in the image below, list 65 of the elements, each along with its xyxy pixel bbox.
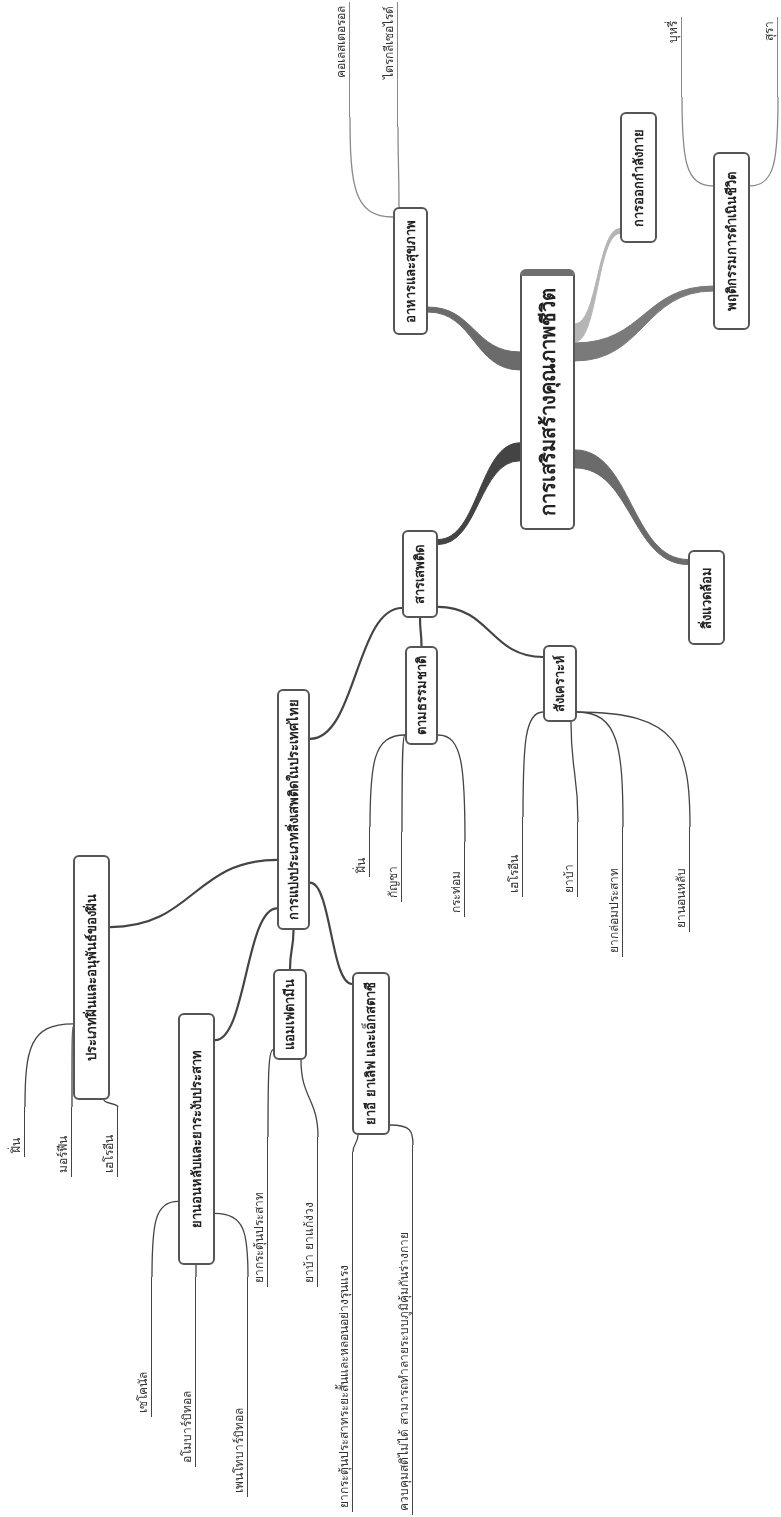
leaf-label: ไตรกลีเซอไรด์ (378, 2, 398, 127)
connector-line (401, 734, 406, 833)
connector-line (570, 721, 579, 823)
leaf-label: ยาบ้า (558, 822, 578, 897)
topic-box: การแบ่งประเภทสิ่งเสพติดในประเทศไทย (277, 689, 310, 930)
connector-line (369, 734, 406, 828)
branch-connector (574, 228, 621, 343)
connector-line (151, 1200, 179, 1278)
connector-line (195, 1264, 197, 1278)
connector-line (103, 1099, 119, 1108)
topic-box: สิ่งแวดล้อม (688, 550, 725, 645)
connector-line (352, 1134, 359, 1153)
topic-box: ยานอนหลับและยาระงับประสาท (178, 1013, 215, 1265)
leaf-label: เฮโรอีน (503, 817, 523, 897)
central-topic-box: การเสริมสร้างคุณภาพชีวิต (520, 269, 575, 530)
topic-box: พฤติกรรมการดำเนินชีวิต (713, 152, 750, 330)
topic-box: การออกกำลังกาย (620, 112, 657, 243)
leaf-label: ยานอนหลับ (670, 827, 690, 932)
connector-line (267, 1049, 274, 1138)
topic-box: ประเภทฝิ่นและอนุพันธ์ของฝิ่น (73, 855, 110, 1100)
leaf-label: ฝิ่น (5, 1107, 25, 1157)
connector-line (109, 858, 278, 929)
topic-box: สารเสพติด (402, 530, 438, 618)
connector-line (24, 1023, 74, 1108)
leaf-label: คอเลสเตอรอล (330, 2, 350, 117)
connector-line (576, 711, 691, 828)
leaf-label: มอร์ฟีน (52, 1107, 72, 1177)
connector-line (214, 907, 278, 1042)
connector-line (522, 711, 544, 818)
leaf-label: ยากระตุ้นประสาท (248, 1137, 268, 1287)
leaf-label: ยากระตุ้นประสาทระยะสั้นและหลอนอย่างรุนแรง (333, 1152, 353, 1512)
branch-connector (427, 306, 521, 371)
leaf-label: ฝิ่น (352, 827, 370, 877)
leaf-label: ยากล่อมประสาท (603, 827, 623, 957)
branch-connector (574, 285, 714, 362)
connector-line (214, 1212, 249, 1278)
topic-box: ยาอี ยาเลิฟ และเอ็กสตาซี (352, 971, 390, 1135)
leaf-label: ยาบ้า ยาแก้ง่วง (298, 1137, 318, 1287)
branch-connector (574, 449, 689, 565)
branch-connector (437, 442, 521, 545)
connector-line (300, 1059, 319, 1138)
leaf-label: ควบคุมสติไม่ได้ สามารถทำลายระบบภูมิคุ้มกันร่างกาย (393, 1145, 413, 1515)
connector-line (749, 96, 779, 187)
leaf-label: สุรา (758, 17, 778, 97)
connector-line (288, 930, 295, 969)
topic-box: ตามธรรมชาติ (405, 646, 438, 745)
connector-line (418, 618, 423, 646)
connector-line (349, 116, 394, 218)
leaf-label: บุหรี่ (662, 17, 682, 97)
connector-line (309, 606, 403, 740)
connector-line (437, 605, 544, 659)
connector-line (309, 881, 353, 985)
leaf-label: อโมบาร์บิทอล (176, 1277, 196, 1467)
connector-line (681, 96, 714, 187)
connector-line (437, 734, 466, 843)
leaf-label: เฮโรอีน (98, 1107, 118, 1177)
topic-box: แอมเฟตามีน (273, 969, 307, 1060)
topic-box: สังเคราะห์ (543, 645, 577, 722)
leaf-label: กระท่อม (445, 842, 465, 917)
leaf-label: เซโคนัล (132, 1277, 152, 1417)
leaf-label: เพนโทบาร์บิทอล (228, 1277, 248, 1497)
connector-line (389, 1124, 414, 1146)
topic-box: อาหารและสุขภาพ (393, 207, 428, 335)
leaf-label: กัญชา (382, 832, 402, 902)
connector-line (397, 126, 400, 208)
